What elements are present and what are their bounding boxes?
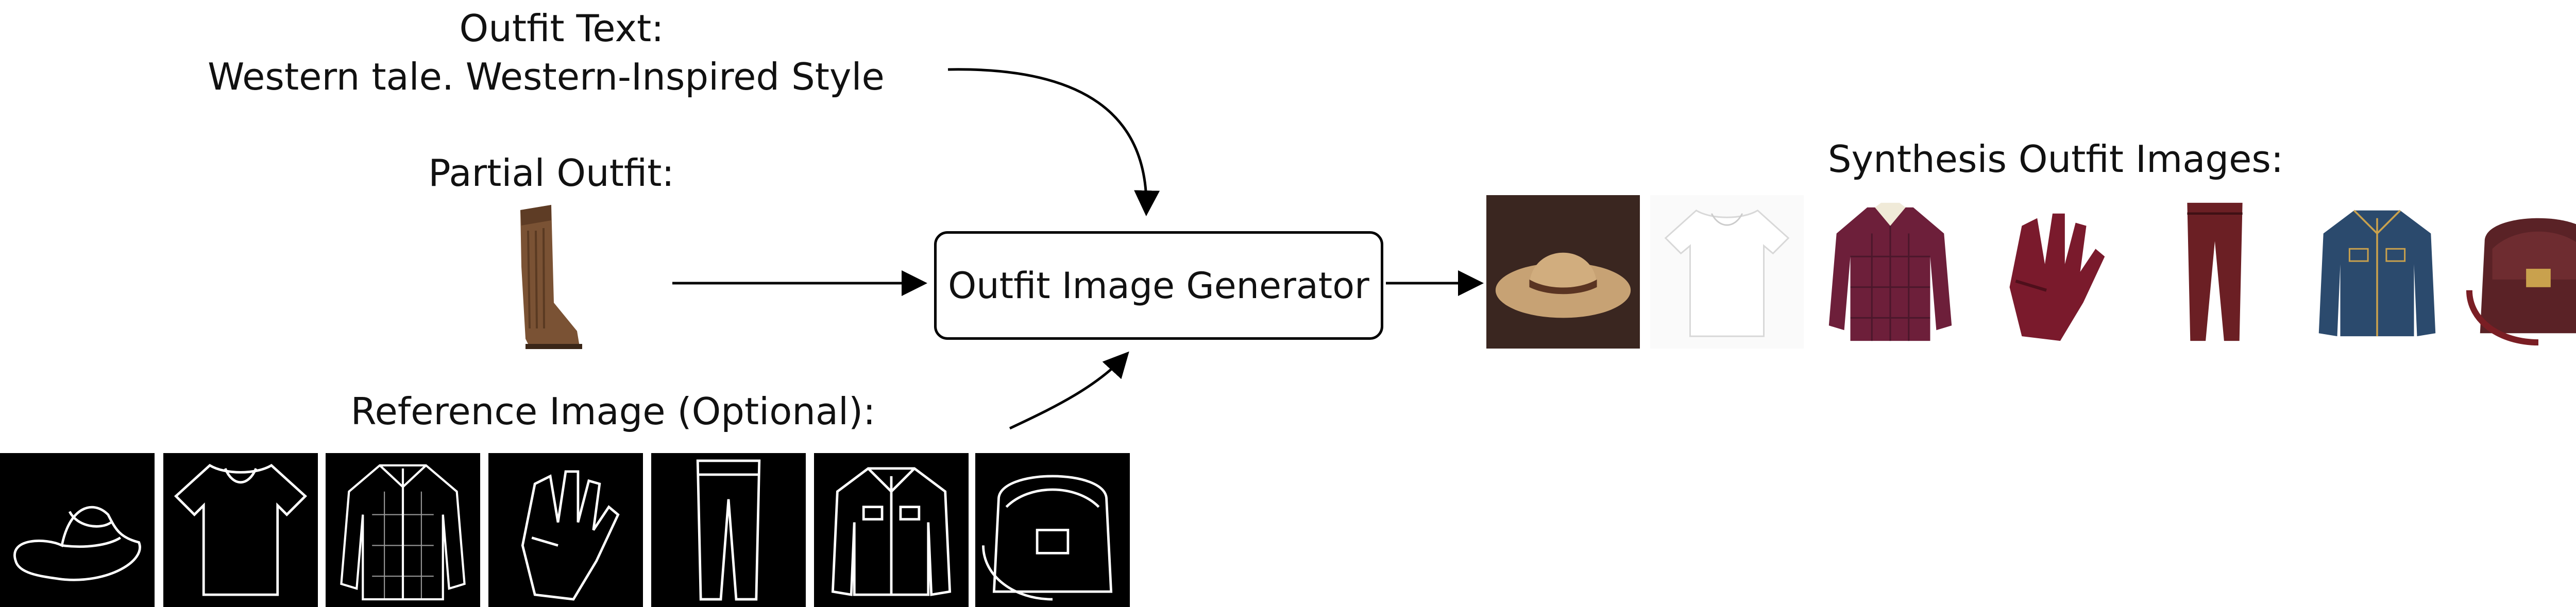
bag-sketch-icon: [982, 475, 1113, 601]
synthesis-gloves-image: [1976, 195, 2129, 349]
shirt-icon: [1814, 195, 1967, 349]
reference-sketch-jacket: [814, 453, 969, 607]
outfit-image-generator-label: Outfit Image Generator: [948, 264, 1369, 307]
synthesis-bag-image: [2462, 195, 2576, 349]
boot-icon: [520, 205, 582, 349]
reference-sketch-shirt: [326, 453, 480, 607]
synthesis-outfit-heading: Synthesis Outfit Images:: [1827, 137, 2284, 181]
reference-sketch-hat: [0, 453, 155, 607]
synthesis-tshirt-image: [1650, 195, 1804, 349]
jacket-icon: [2300, 195, 2454, 349]
reference-sketch-bag: [975, 453, 1130, 607]
gloves-sketch-icon: [521, 470, 620, 601]
gloves-icon: [1976, 195, 2129, 349]
synthesis-pants-image: [2138, 195, 2292, 349]
outfit-text-value: Western tale. Western-Inspired Style: [208, 55, 885, 98]
partial-outfit-heading: Partial Outfit:: [428, 151, 674, 195]
tshirt-icon: [1650, 195, 1804, 349]
bag-icon: [2462, 195, 2576, 349]
reference-sketch-gloves: [488, 453, 643, 607]
synthesis-jacket-image: [2300, 195, 2454, 349]
tshirt-sketch-icon: [174, 463, 308, 596]
reference-image-heading: Reference Image (Optional):: [350, 390, 876, 433]
hat-sketch-icon: [13, 506, 141, 581]
synthesis-hat-image: [1486, 195, 1640, 349]
outfit-image-generator-box: Outfit Image Generator: [934, 231, 1383, 340]
reference-sketch-tshirt: [163, 453, 318, 607]
shirt-sketch-icon: [340, 464, 466, 601]
hat-icon: [1486, 195, 1640, 349]
jacket-sketch-icon: [831, 467, 952, 596]
arrow-reference-to-generator: [1009, 351, 1129, 430]
pants-icon: [2138, 195, 2292, 349]
partial-outfit-boot-image: [489, 200, 592, 354]
pants-sketch-icon: [696, 459, 761, 601]
arrow-text-to-generator: [947, 68, 1160, 216]
synthesis-shirt-image: [1814, 195, 1967, 349]
outfit-text-heading: Outfit Text:: [459, 7, 664, 50]
reference-sketch-pants: [651, 453, 806, 607]
